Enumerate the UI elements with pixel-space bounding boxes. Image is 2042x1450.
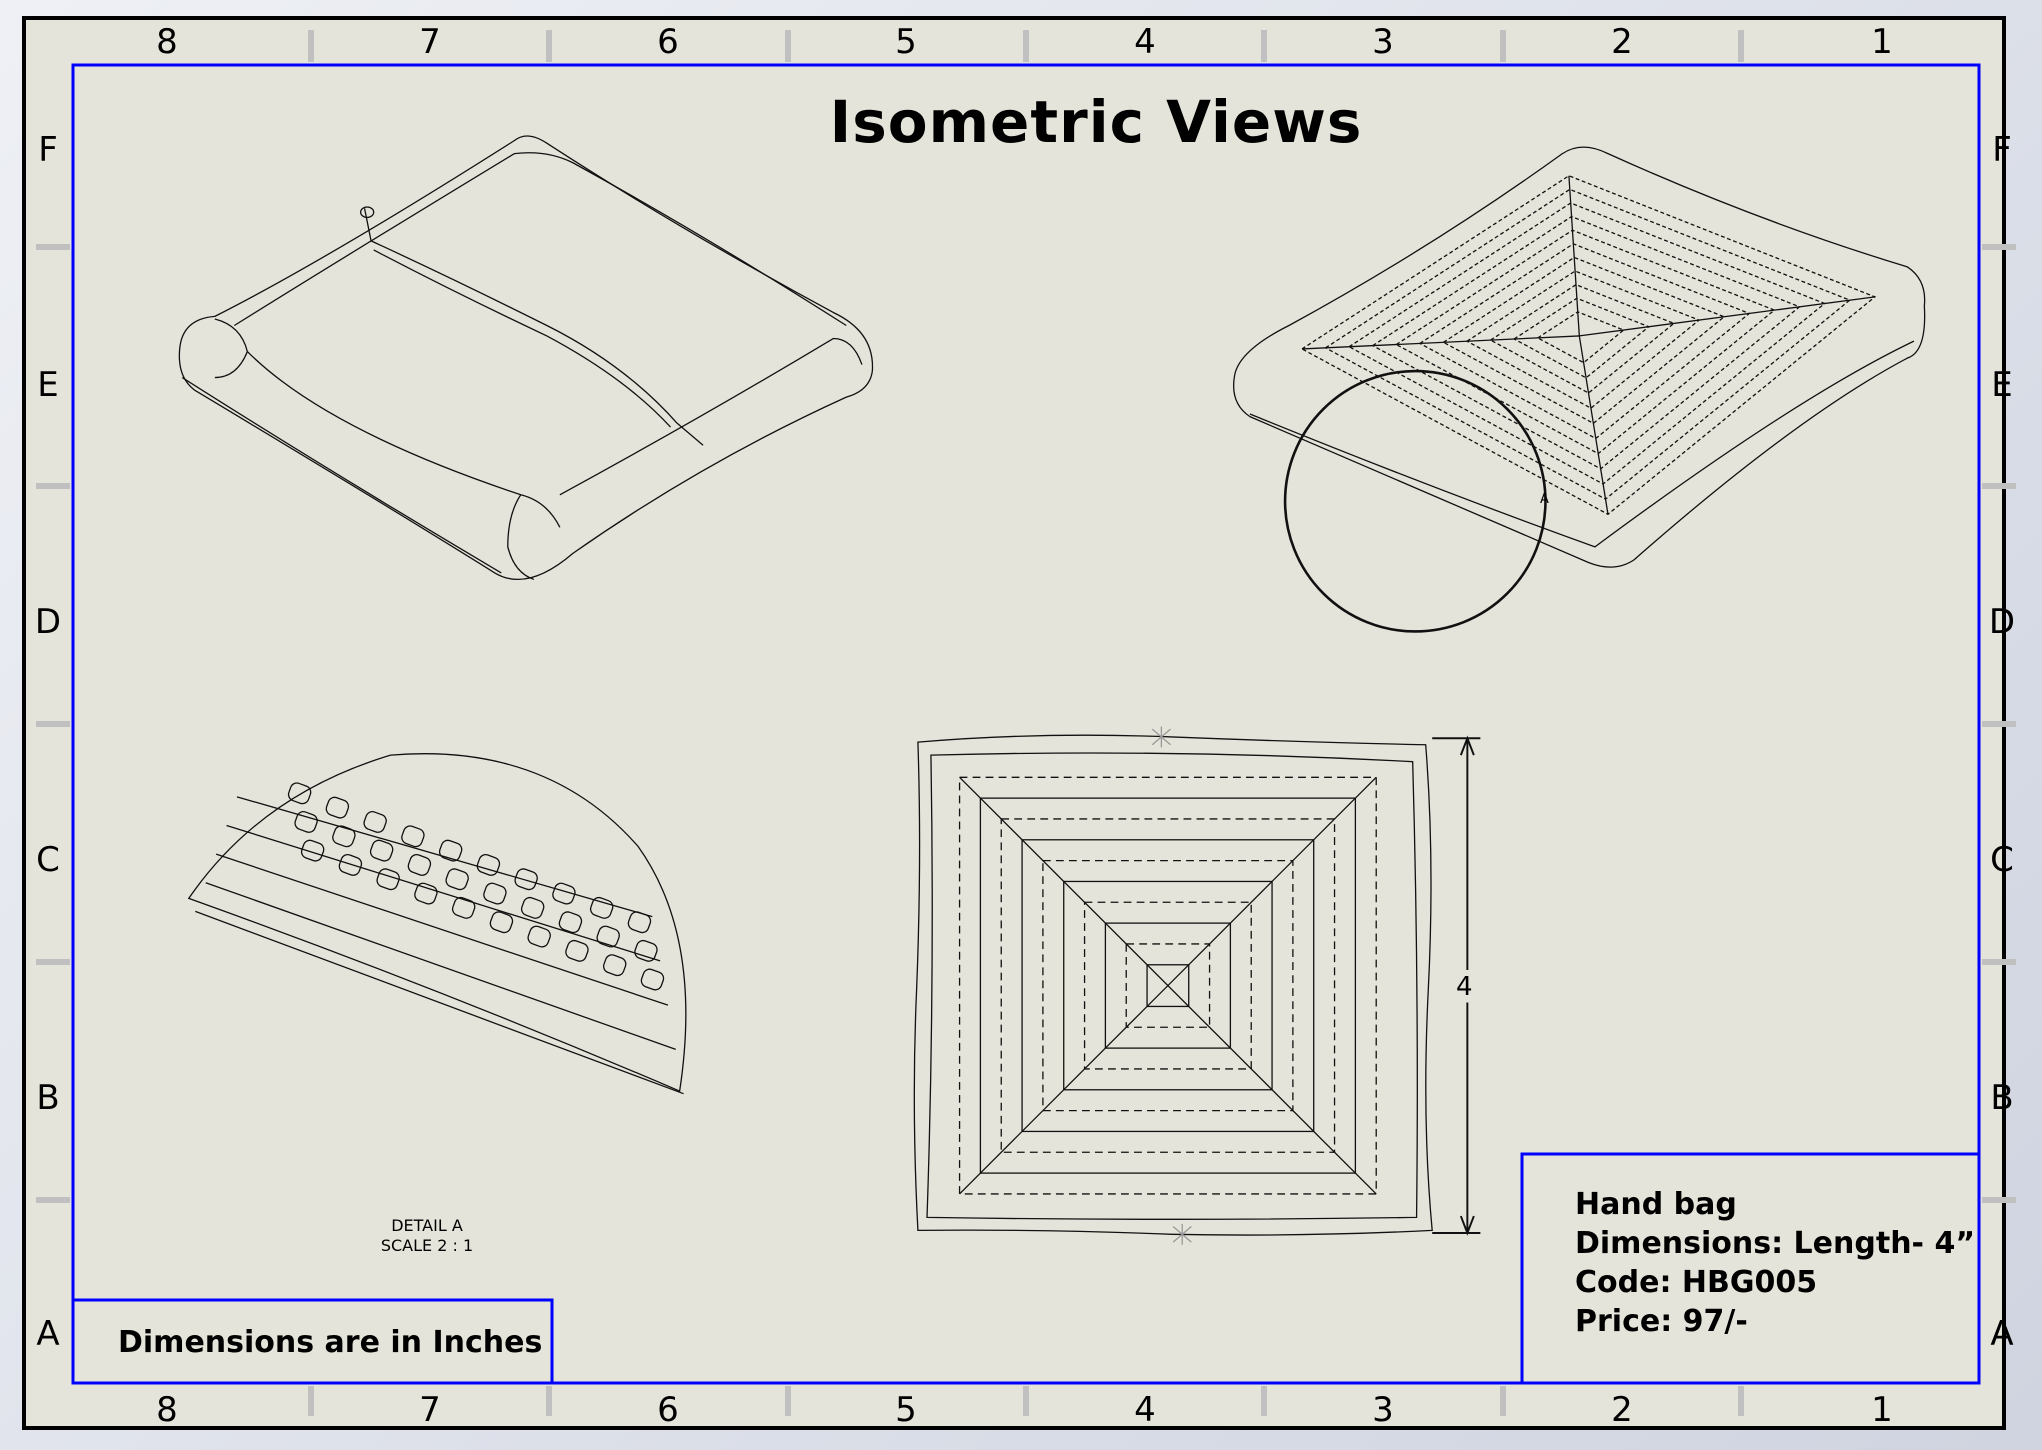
bottom-column-label: 4 [1134,1390,1156,1430]
bottom-column-label: 1 [1871,1390,1893,1430]
top-column-label: 2 [1611,22,1633,62]
product-dimensions: Dimensions: Length- 4” [1575,1226,1976,1261]
right-row-label: F [1992,130,2012,170]
left-row-label: F [38,130,58,170]
top-column-label: 8 [156,22,178,62]
right-row-label: A [1990,1314,2014,1354]
note-box [71,1298,554,1385]
left-row-label: C [36,840,60,880]
detail-scale: SCALE 2 : 1 [380,1236,474,1255]
bottom-column-label: 8 [156,1390,178,1430]
right-row-label: B [1990,1078,2014,1118]
product-price: Price: 97/- [1575,1304,1748,1339]
right-row-label: E [1991,365,2013,405]
detail-caption: DETAIL A SCALE 2 : 1 [372,1216,482,1256]
top-column-label: 1 [1871,22,1893,62]
title-block-box [1520,1152,1981,1385]
isometric-view-woven-bag [1233,146,1926,633]
top-column-label: 4 [1134,22,1156,62]
drawing-frame [71,63,1981,1385]
left-row-label: B [36,1078,60,1118]
page-title: Isometric Views [829,88,1363,156]
units-note: Dimensions are in Inches [118,1325,543,1360]
isometric-view-zipper-bag [178,135,874,581]
bottom-column-label: 2 [1611,1390,1633,1430]
detail-marker-label: A [1540,492,1549,507]
top-column-label: 3 [1372,22,1394,62]
product-code: Code: HBG005 [1575,1265,1818,1300]
front-view [913,726,1481,1245]
right-row-label: D [1988,602,2016,642]
right-row-label: C [1990,840,2014,880]
detail-view-a [187,753,687,1095]
bottom-column-label: 6 [657,1390,679,1430]
zone-ticks [36,30,2016,1416]
title-block: Hand bag Dimensions: Length- 4” Code: HB… [1575,1185,1975,1341]
left-row-label: E [37,365,59,405]
dimension-length: 4 [1456,972,1473,1002]
left-row-label: A [36,1314,60,1354]
bottom-column-label: 7 [419,1390,441,1430]
top-column-label: 5 [895,22,917,62]
top-column-label: 6 [657,22,679,62]
detail-label: DETAIL A [391,1216,463,1235]
top-column-label: 7 [419,22,441,62]
left-row-label: D [34,602,62,642]
bottom-column-label: 3 [1372,1390,1394,1430]
product-name: Hand bag [1575,1187,1737,1222]
bottom-column-label: 5 [895,1390,917,1430]
